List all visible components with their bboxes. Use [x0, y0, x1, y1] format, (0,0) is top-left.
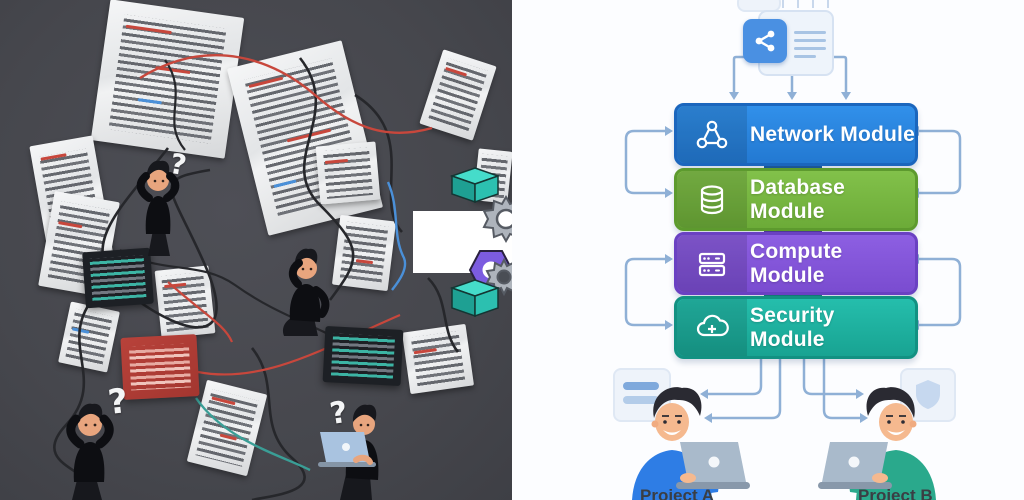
question-mark: ?: [105, 381, 130, 423]
teal-cube-icon: [449, 279, 501, 318]
error-code-panel: [120, 334, 200, 400]
developer-project-b: [818, 387, 936, 500]
share-icon: [743, 19, 787, 63]
teal-cube-icon: [449, 167, 501, 204]
module-box-compute: Compute Module: [674, 232, 918, 295]
frustrated-developer: [66, 403, 114, 500]
project-b-label: Project B: [858, 486, 933, 500]
module-box-security: Security Module: [674, 296, 918, 359]
cloud-security-icon: [677, 299, 747, 356]
module-label: Security Module: [750, 303, 835, 351]
project-a-label: Project A: [640, 486, 715, 500]
module-label: Database Module: [750, 175, 845, 223]
document-card-partial: [737, 0, 781, 12]
module-box-database: Database Module: [674, 168, 918, 231]
module-box-network: Network Module: [674, 103, 918, 166]
network-nodes-icon: [677, 106, 747, 163]
frustrated-developer: [136, 160, 180, 256]
developer-with-laptop: [318, 404, 379, 500]
module-label: Compute Module: [750, 239, 843, 287]
frustrated-developer: [282, 248, 330, 336]
modular-architecture-panel: Network Module Database Module Compute: [512, 0, 1024, 500]
developer-project-a: [632, 387, 750, 500]
server-icon: [677, 235, 747, 292]
module-label: Network Module: [750, 122, 915, 146]
database-icon: [677, 171, 747, 228]
